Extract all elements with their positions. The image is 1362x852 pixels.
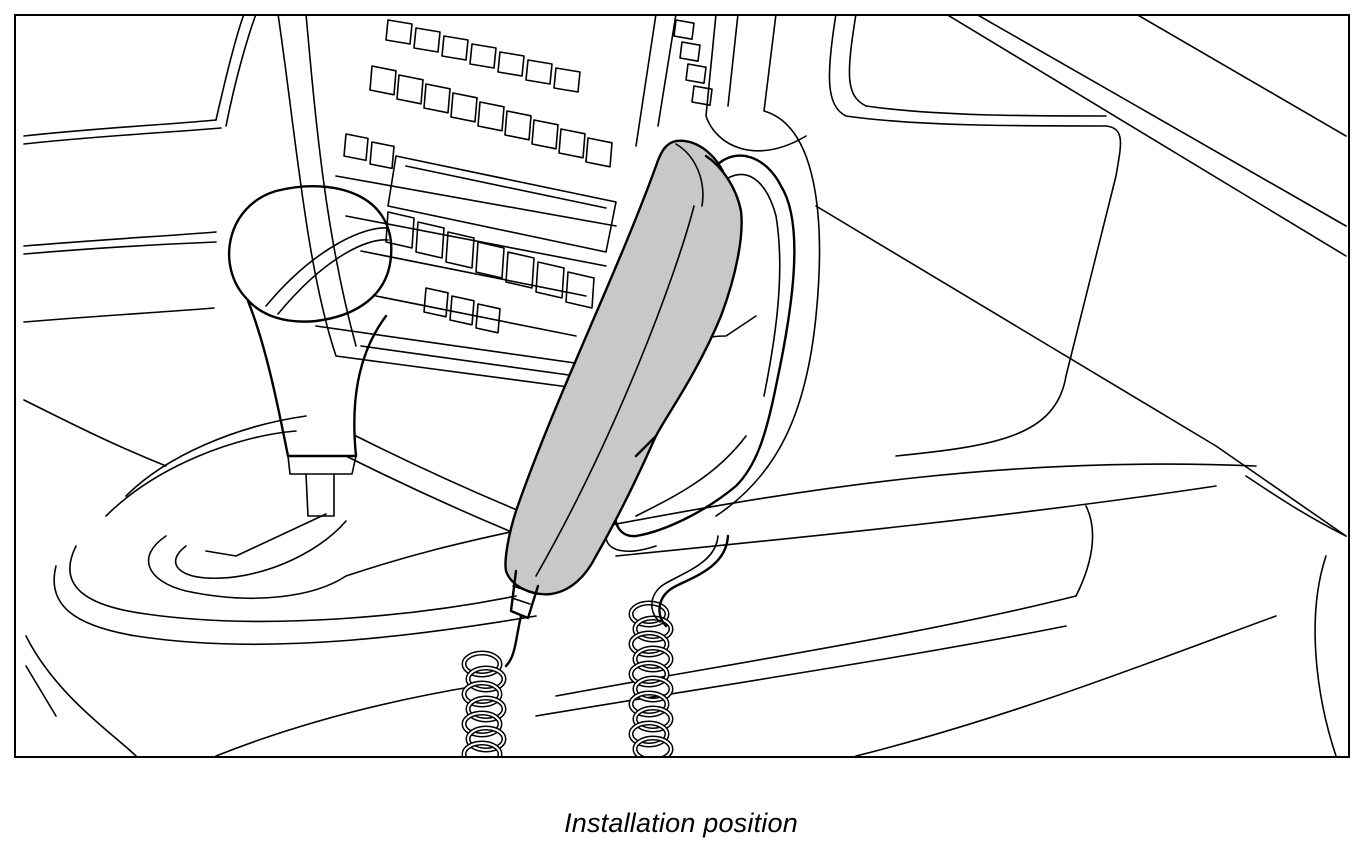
console-button [685,63,707,84]
console-button [679,41,701,62]
console-button [505,251,535,289]
console-button [385,211,415,249]
console-button [504,110,532,141]
cord-coil-loop [634,677,672,701]
console-button [525,59,553,85]
cord-coil-loop [467,667,505,691]
cord-coil-loop [463,652,501,676]
console-button [413,27,441,53]
console-button [423,287,449,318]
console-button [415,221,445,259]
console-button [477,101,505,132]
console-buttons [343,19,713,334]
console-button [475,241,505,279]
cord-coil-loop [630,662,668,686]
cord-coil-loop [463,682,501,706]
console-button [691,85,713,106]
console-button [535,261,565,299]
console-button [450,92,478,123]
cord-leads [504,534,730,668]
console-button [445,231,475,269]
handset-coiled-cord [461,650,507,756]
console-button [369,141,395,170]
installation-illustration [23,16,1347,756]
console-button [553,67,581,93]
console-button [423,83,451,114]
cord-coil-loop [630,722,668,746]
left-panel-lines [23,16,257,467]
cord-coil-loop [634,647,672,671]
console-button [396,74,424,105]
right-dashboard [605,16,1347,557]
console-button [441,35,469,61]
console-button [449,295,475,326]
console-button [558,128,586,159]
console-button [385,19,413,45]
cord-coil-loop [634,617,672,641]
cord-coil-loop [463,742,501,756]
console-button [469,43,497,69]
figure-frame [14,14,1350,758]
handset [504,139,743,620]
center-console [277,16,617,389]
console-button [369,65,397,96]
radio-display [387,155,617,253]
gear-shifter [227,185,393,517]
console-button [565,271,595,309]
cord-coil-loop [630,602,668,626]
figure-caption: Installation position [564,808,798,838]
cord-coil-loop [634,707,672,731]
console-button [475,303,501,334]
cord-coil-loop [630,692,668,716]
cord-coil-loop [467,697,505,721]
shift-gate [25,415,1337,756]
console-button [673,19,695,40]
console-button [343,133,369,162]
cord-coil-loop [463,712,501,736]
cord-coil-loop [467,727,505,751]
cord-coil-loop [634,737,672,756]
console-button [497,51,525,77]
cradle-coiled-cord [628,600,674,756]
cord-coil-loop [630,632,668,656]
console-button [585,137,613,168]
console-button [531,119,559,150]
